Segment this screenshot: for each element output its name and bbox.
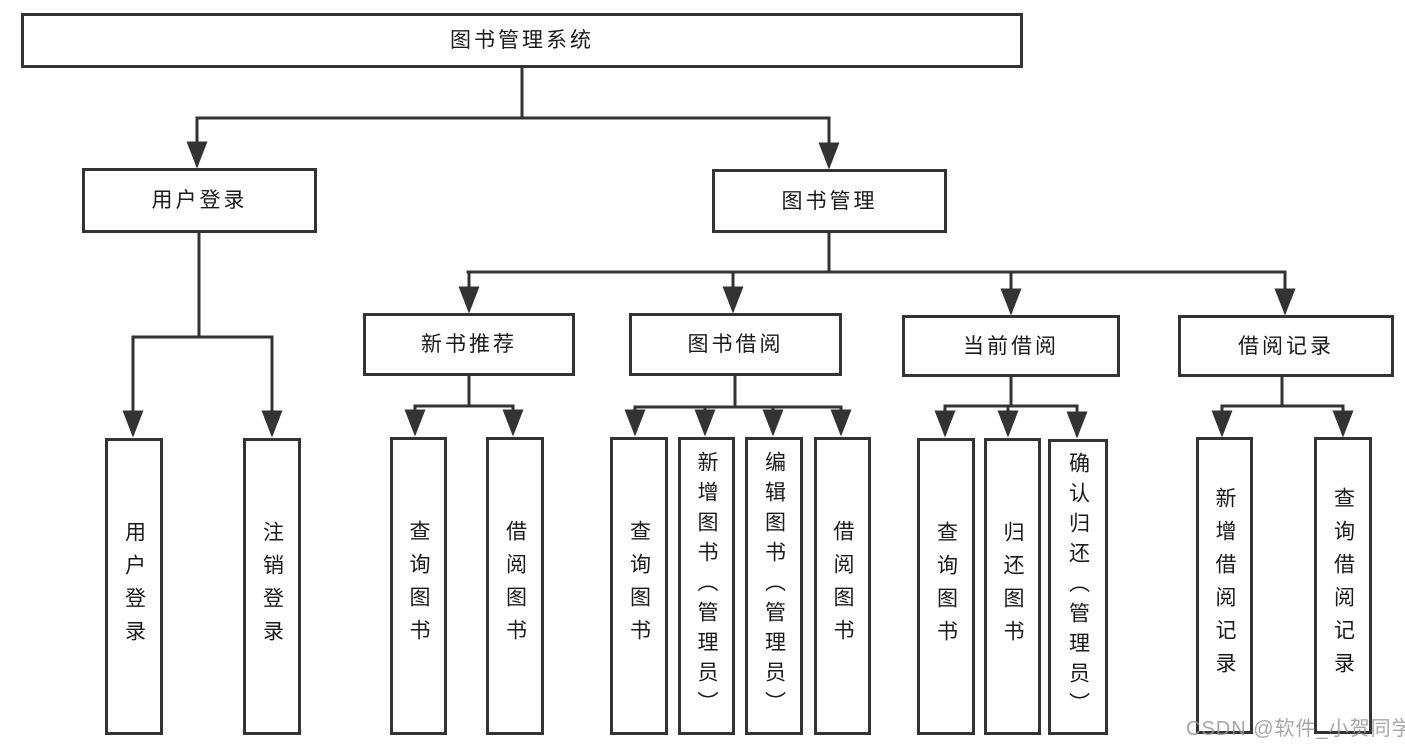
leaf-borrow-borrow-books: 借阅图书 (814, 437, 871, 735)
connectors-book-borrow (624, 374, 852, 437)
leaf-newrec-borrow-books: 借阅图书 (486, 437, 544, 735)
leaf-logout-login-label: 注销登录 (260, 520, 284, 653)
branch-book-management: 图书管理 (712, 169, 947, 233)
leaf-records-query-borrow-record: 查询借阅记录 (1314, 437, 1372, 734)
node-root: 图书管理系统 (21, 13, 1023, 68)
group-book-borrow-label: 图书借阅 (687, 333, 784, 356)
group-borrow-records: 借阅记录 (1178, 315, 1394, 377)
leaf-current-query-books: 查询图书 (917, 438, 975, 735)
leaf-records-add-borrow-record-label: 新增借阅记录 (1213, 486, 1236, 685)
csdn-watermark: CSDN @软件_小贺同学 (1186, 718, 1405, 740)
leaf-borrow-query-books: 查询图书 (610, 437, 668, 735)
branch-user-login: 用户登录 (82, 168, 317, 233)
leaf-borrow-query-books-label: 查询图书 (627, 520, 651, 652)
leaf-records-add-borrow-record: 新增借阅记录 (1196, 437, 1253, 734)
leaf-current-query-books-label: 查询图书 (934, 520, 958, 653)
leaf-borrow-add-books-admin-label: 新增图书（管理员） (695, 451, 718, 721)
leaf-newrec-borrow-books-label: 借阅图书 (503, 520, 527, 652)
group-current-borrow-label: 当前借阅 (963, 334, 1059, 358)
leaf-current-return-books-label: 归还图书 (1001, 520, 1024, 653)
leaf-logout-login: 注销登录 (243, 438, 301, 735)
branch-user-login-label: 用户登录 (151, 189, 248, 212)
leaf-borrow-edit-books-admin-label: 编辑图书（管理员） (762, 451, 786, 721)
group-new-book-recommend-label: 新书推荐 (421, 333, 517, 356)
leaf-user-login-label: 用户登录 (122, 520, 146, 653)
group-borrow-records-label: 借阅记录 (1238, 334, 1334, 358)
leaf-newrec-query-books: 查询图书 (390, 437, 447, 735)
connectors-current-borrow (934, 375, 1088, 439)
connectors-borrow-records (1211, 375, 1354, 438)
connectors-new-book-recommend (404, 374, 524, 437)
branch-book-management-label: 图书管理 (781, 189, 878, 213)
leaf-borrow-add-books-admin: 新增图书（管理员） (678, 437, 735, 735)
connectors-book-management (458, 231, 1296, 316)
leaf-current-confirm-return-admin: 确认归还（管理员） (1048, 439, 1108, 735)
leaf-borrow-borrow-books-label: 借阅图书 (831, 520, 854, 652)
leaf-records-query-borrow-record-label: 查询借阅记录 (1331, 486, 1355, 685)
node-root-label: 图书管理系统 (450, 29, 594, 52)
leaf-current-confirm-return-admin-label: 确认归还（管理员） (1066, 452, 1090, 722)
leaf-newrec-query-books-label: 查询图书 (407, 520, 430, 652)
connectors-root (186, 66, 840, 170)
group-current-borrow: 当前借阅 (902, 315, 1120, 377)
leaf-current-return-books: 归还图书 (984, 438, 1041, 735)
group-book-borrow: 图书借阅 (629, 313, 842, 376)
group-new-book-recommend: 新书推荐 (363, 313, 575, 376)
connectors-user-login (122, 231, 283, 438)
leaf-user-login: 用户登录 (105, 438, 163, 735)
leaf-borrow-edit-books-admin: 编辑图书（管理员） (745, 437, 803, 735)
